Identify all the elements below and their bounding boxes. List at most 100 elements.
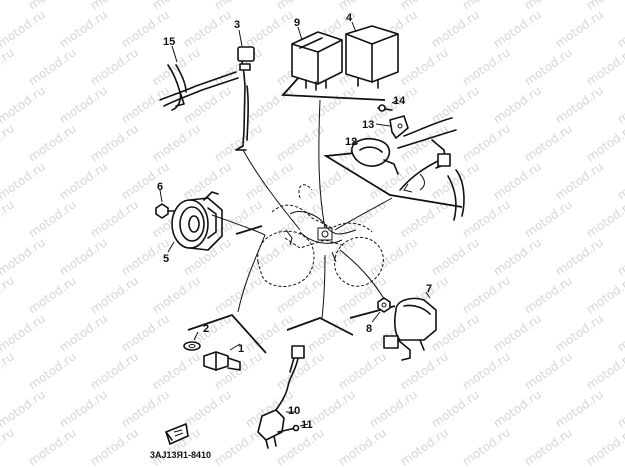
watermark-text: motod.ru: [26, 425, 79, 468]
watermark-text: motod.ru: [460, 197, 513, 240]
watermark-text: motod.ru: [26, 121, 79, 164]
watermark-text: motod.ru: [584, 273, 625, 316]
part-13-bracket: [375, 115, 409, 139]
watermark-text: motod.ru: [88, 349, 141, 392]
part-9-relay: [291, 26, 343, 91]
watermark-text: motod.ru: [243, 311, 296, 354]
watermark-text: motod.ru: [522, 45, 575, 88]
callout-9: 9: [294, 17, 300, 29]
watermark-text: motod.ru: [553, 235, 606, 278]
part-7-starter-relay: [383, 291, 437, 361]
watermark-text: motod.ru: [26, 197, 79, 240]
watermark-text: motod.ru: [305, 159, 358, 202]
motorcycle-silhouette: [257, 184, 384, 287]
callout-labels: 3 15 9 4 14 13 12 6 5 7 8 2 1 10 11 3AJ1…: [150, 12, 432, 460]
watermark-text: motod.ru: [305, 83, 358, 126]
watermark-text: motod.ru: [460, 121, 513, 164]
watermark-text: motod.ru: [57, 235, 110, 278]
watermark-text: motod.ru: [88, 425, 141, 468]
watermark-text: motod.ru: [0, 0, 17, 12]
callout-11: 11: [301, 419, 313, 431]
watermark-text: motod.ru: [553, 7, 606, 50]
part-12-flasher: [351, 137, 399, 175]
watermark-text: motod.ru: [181, 7, 234, 50]
frame-section: [397, 117, 465, 221]
watermark-text: motod.ru: [274, 273, 327, 316]
watermark-text: motod.ru: [491, 7, 544, 50]
watermark-text: motod.ru: [0, 121, 17, 164]
part-5-horn: [167, 191, 223, 253]
watermark-text: motod.ru: [460, 425, 513, 468]
part-3-sender-cable: [235, 29, 255, 151]
watermark-text: motod.ru: [491, 387, 544, 430]
watermark-text: motod.ru: [491, 311, 544, 354]
watermark-text: motod.ru: [0, 45, 17, 88]
watermark-text: motod.ru: [584, 121, 625, 164]
watermark-text: motod.ru: [119, 83, 172, 126]
watermark-text: motod.ru: [615, 387, 625, 430]
watermark-text: motod.ru: [336, 349, 389, 392]
motorcycle-frame: [285, 211, 357, 263]
watermark-text: motod.ru: [429, 83, 482, 126]
part-4-relay: [345, 21, 399, 89]
watermark-text: motod.ru: [522, 349, 575, 392]
watermark-text: motod.ru: [615, 83, 625, 126]
watermark-text: motod.ru: [491, 159, 544, 202]
watermark-text: motod.ru: [150, 121, 203, 164]
watermark-text: motod.ru: [88, 121, 141, 164]
watermark-text: motod.ru: [584, 197, 625, 240]
part-2-washer: [183, 331, 201, 351]
watermark-text: motod.ru: [0, 7, 48, 50]
watermark-text: motod.ru: [460, 273, 513, 316]
watermark-text: motod.ru: [522, 121, 575, 164]
watermark-text: motod.ru: [522, 197, 575, 240]
watermark-text: motod.ru: [398, 349, 451, 392]
watermark-text: motod.ru: [26, 273, 79, 316]
diagram-code: 3AJ13Я1-8410: [150, 450, 211, 460]
watermark-text: motod.ru: [57, 83, 110, 126]
watermark-text: motod.ru: [460, 45, 513, 88]
watermark-text: motod.ru: [460, 349, 513, 392]
watermark-text: motod.ru: [212, 425, 265, 468]
watermark-text: motod.ru: [243, 7, 296, 50]
watermark-text: motod.ru: [57, 387, 110, 430]
watermark-text: motod.ru: [584, 425, 625, 468]
watermark-text: motod.ru: [553, 387, 606, 430]
watermark-text: motod.ru: [0, 425, 17, 468]
watermark-text: motod.ru: [57, 159, 110, 202]
part-15-wire-clamp: [159, 45, 239, 111]
callout-3: 3: [234, 19, 240, 31]
watermark-text: motod.ru: [119, 159, 172, 202]
watermark-text: motod.ru: [150, 349, 203, 392]
watermark-text: motod.ru: [243, 159, 296, 202]
watermark-text: motod.ru: [429, 387, 482, 430]
watermark-text: motod.ru: [0, 311, 48, 354]
part-11-screw: [277, 423, 309, 433]
part-1-neutral-switch: [203, 343, 241, 371]
front-arrow-icon: [165, 423, 189, 445]
watermark-text: motod.ru: [615, 159, 625, 202]
callout-7: 7: [426, 283, 432, 295]
watermark-text: motod.ru: [615, 7, 625, 50]
watermark-text: motod.ru: [150, 273, 203, 316]
watermark-text: motod.ru: [429, 7, 482, 50]
callout-14: 14: [393, 95, 406, 107]
watermark-text: motod.ru: [553, 83, 606, 126]
watermark-text: motod.ru: [398, 45, 451, 88]
group-guide-lines: [187, 75, 463, 354]
watermark-text: motod.ru: [615, 311, 625, 354]
watermark-text: motod.ru: [615, 235, 625, 278]
watermark-text: motod.ru: [553, 311, 606, 354]
watermark-text: motod.ru: [491, 83, 544, 126]
callout-6: 6: [157, 181, 163, 193]
watermark-text: motod.ru: [0, 349, 17, 392]
watermark-text: motod.ru: [0, 197, 17, 240]
watermark-text: motod.ru: [584, 0, 625, 12]
watermark-text: motod.ru: [88, 273, 141, 316]
watermark-text: motod.ru: [491, 235, 544, 278]
watermark-text: motod.ru: [336, 425, 389, 468]
watermark-text: motod.ru: [0, 159, 48, 202]
callout-2: 2: [203, 323, 209, 335]
watermark-text: motod.ru: [553, 159, 606, 202]
watermark-text: motod.ru: [88, 197, 141, 240]
